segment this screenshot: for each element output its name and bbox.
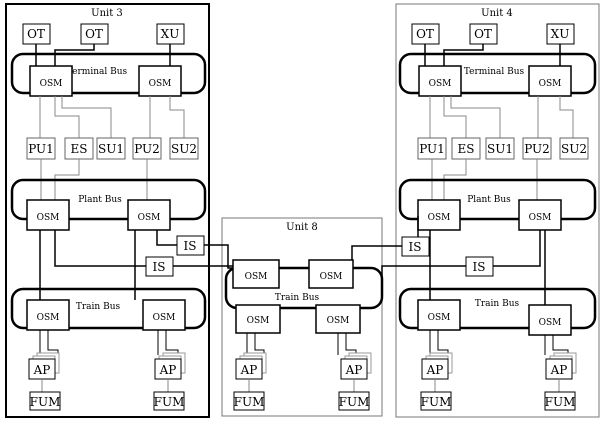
unit3-osm-plant-right: [127, 199, 171, 231]
unit3-su2: [169, 137, 199, 160]
unit4-su1: [485, 137, 515, 160]
svg-text:OSM: OSM: [40, 79, 63, 89]
svg-text:SU1: SU1: [487, 142, 513, 156]
svg-text:OSM: OSM: [539, 79, 562, 89]
svg-text:FUM: FUM: [154, 395, 185, 409]
svg-text:PU1: PU1: [419, 142, 445, 156]
svg-text:IS: IS: [184, 239, 197, 253]
svg-text:PU2: PU2: [134, 142, 160, 156]
is-switch-unit4-upper: [401, 236, 430, 257]
unit3-fum-right: [153, 391, 185, 411]
unit4-terminal-bus-label: Terminal Bus: [464, 67, 525, 77]
unit4-osm-plant-left: [417, 199, 461, 231]
svg-text:PU2: PU2: [524, 142, 550, 156]
unit3-train-bus-label: Train Bus: [76, 302, 121, 312]
svg-text:OT: OT: [27, 27, 45, 41]
unit3-osm-train-right: [142, 299, 186, 331]
svg-text:AP: AP: [550, 363, 568, 377]
is-switch-unit3-lower: [145, 256, 174, 277]
svg-text:OSM: OSM: [320, 272, 343, 282]
svg-text:AP: AP: [33, 363, 51, 377]
svg-text:OSM: OSM: [327, 316, 350, 326]
svg-text:OT: OT: [474, 27, 492, 41]
svg-text:OSM: OSM: [37, 213, 60, 223]
svg-text:OSM: OSM: [247, 316, 270, 326]
unit8-osm-top-right: [308, 259, 354, 289]
svg-text:FUM: FUM: [339, 395, 370, 409]
svg-text:PU1: PU1: [28, 142, 54, 156]
svg-text:OSM: OSM: [37, 313, 60, 323]
svg-text:OT: OT: [85, 27, 103, 41]
svg-text:FUM: FUM: [30, 395, 61, 409]
svg-text:OSM: OSM: [149, 79, 172, 89]
unit4-frame: [395, 3, 600, 418]
unit3-title: Unit 3: [91, 8, 123, 19]
svg-text:OSM: OSM: [428, 313, 451, 323]
svg-text:OSM: OSM: [429, 79, 452, 89]
unit4-su2: [559, 137, 589, 160]
unit3-osm-terminal-left: [29, 65, 73, 97]
svg-text:OSM: OSM: [539, 318, 562, 328]
unit3-train-bus: [10, 287, 207, 330]
unit3-terminal-bus: [10, 52, 207, 95]
svg-text:OSM: OSM: [428, 213, 451, 223]
unit4-osm-terminal-left: [418, 65, 462, 97]
svg-text:IS: IS: [153, 260, 166, 274]
unit8-osm-bottom-left: [235, 304, 281, 334]
svg-text:AP: AP: [345, 363, 363, 377]
svg-text:IS: IS: [473, 260, 486, 274]
unit4-fum-left: [420, 391, 452, 411]
svg-text:AP: AP: [159, 363, 177, 377]
unit4-osm-train-right: [528, 304, 572, 336]
svg-text:OSM: OSM: [529, 213, 552, 223]
svg-text:OSM: OSM: [138, 213, 161, 223]
unit3-fum-left: [29, 391, 61, 411]
svg-text:FUM: FUM: [545, 395, 576, 409]
unit3-plant-bus: [10, 178, 207, 221]
unit3-osm-terminal-right: [138, 65, 182, 97]
is-switch-unit4-lower: [465, 256, 494, 277]
svg-text:ES: ES: [71, 142, 88, 156]
unit8-train-bus: [224, 266, 384, 310]
svg-text:SU2: SU2: [561, 142, 587, 156]
svg-text:IS: IS: [409, 240, 422, 254]
unit8-fum-left: [233, 391, 265, 411]
unit3-su1: [96, 137, 126, 160]
unit4-plant-bus-label: Plant Bus: [467, 195, 511, 205]
unit4-title: Unit 4: [481, 8, 513, 19]
svg-text:OT: OT: [416, 27, 434, 41]
is-switch-unit3-upper: [176, 235, 205, 256]
unit8-fum-right: [338, 391, 370, 411]
svg-text:SU2: SU2: [171, 142, 197, 156]
svg-text:ES: ES: [458, 142, 475, 156]
unit4-osm-terminal-right: [528, 65, 572, 97]
unit4-osm-train-left: [417, 299, 461, 331]
svg-text:SU1: SU1: [98, 142, 124, 156]
svg-text:FUM: FUM: [421, 395, 452, 409]
svg-text:AP: AP: [240, 363, 258, 377]
unit8-osm-bottom-right: [315, 304, 361, 334]
unit3-terminal-bus-label: Terminal Bus: [67, 67, 128, 77]
svg-text:XU: XU: [161, 27, 180, 41]
svg-text:OSM: OSM: [245, 272, 268, 282]
unit4-train-bus: [398, 287, 597, 330]
svg-text:AP: AP: [426, 363, 444, 377]
unit3-frame: [5, 3, 210, 418]
unit8-title: Unit 8: [286, 222, 318, 233]
unit8-osm-top-left: [232, 259, 280, 289]
unit8-frame: [221, 217, 383, 417]
unit4-terminal-bus: [398, 52, 597, 95]
unit8-train-bus-label: Train Bus: [275, 293, 320, 303]
unit4-fum-right: [544, 391, 576, 411]
unit3-osm-plant-left: [26, 199, 70, 231]
svg-text:XU: XU: [551, 27, 570, 41]
unit4-train-bus-label: Train Bus: [475, 299, 520, 309]
svg-text:OSM: OSM: [153, 313, 176, 323]
svg-text:FUM: FUM: [234, 395, 265, 409]
unit4-plant-bus: [398, 178, 597, 221]
unit3-plant-bus-label: Plant Bus: [78, 195, 122, 205]
